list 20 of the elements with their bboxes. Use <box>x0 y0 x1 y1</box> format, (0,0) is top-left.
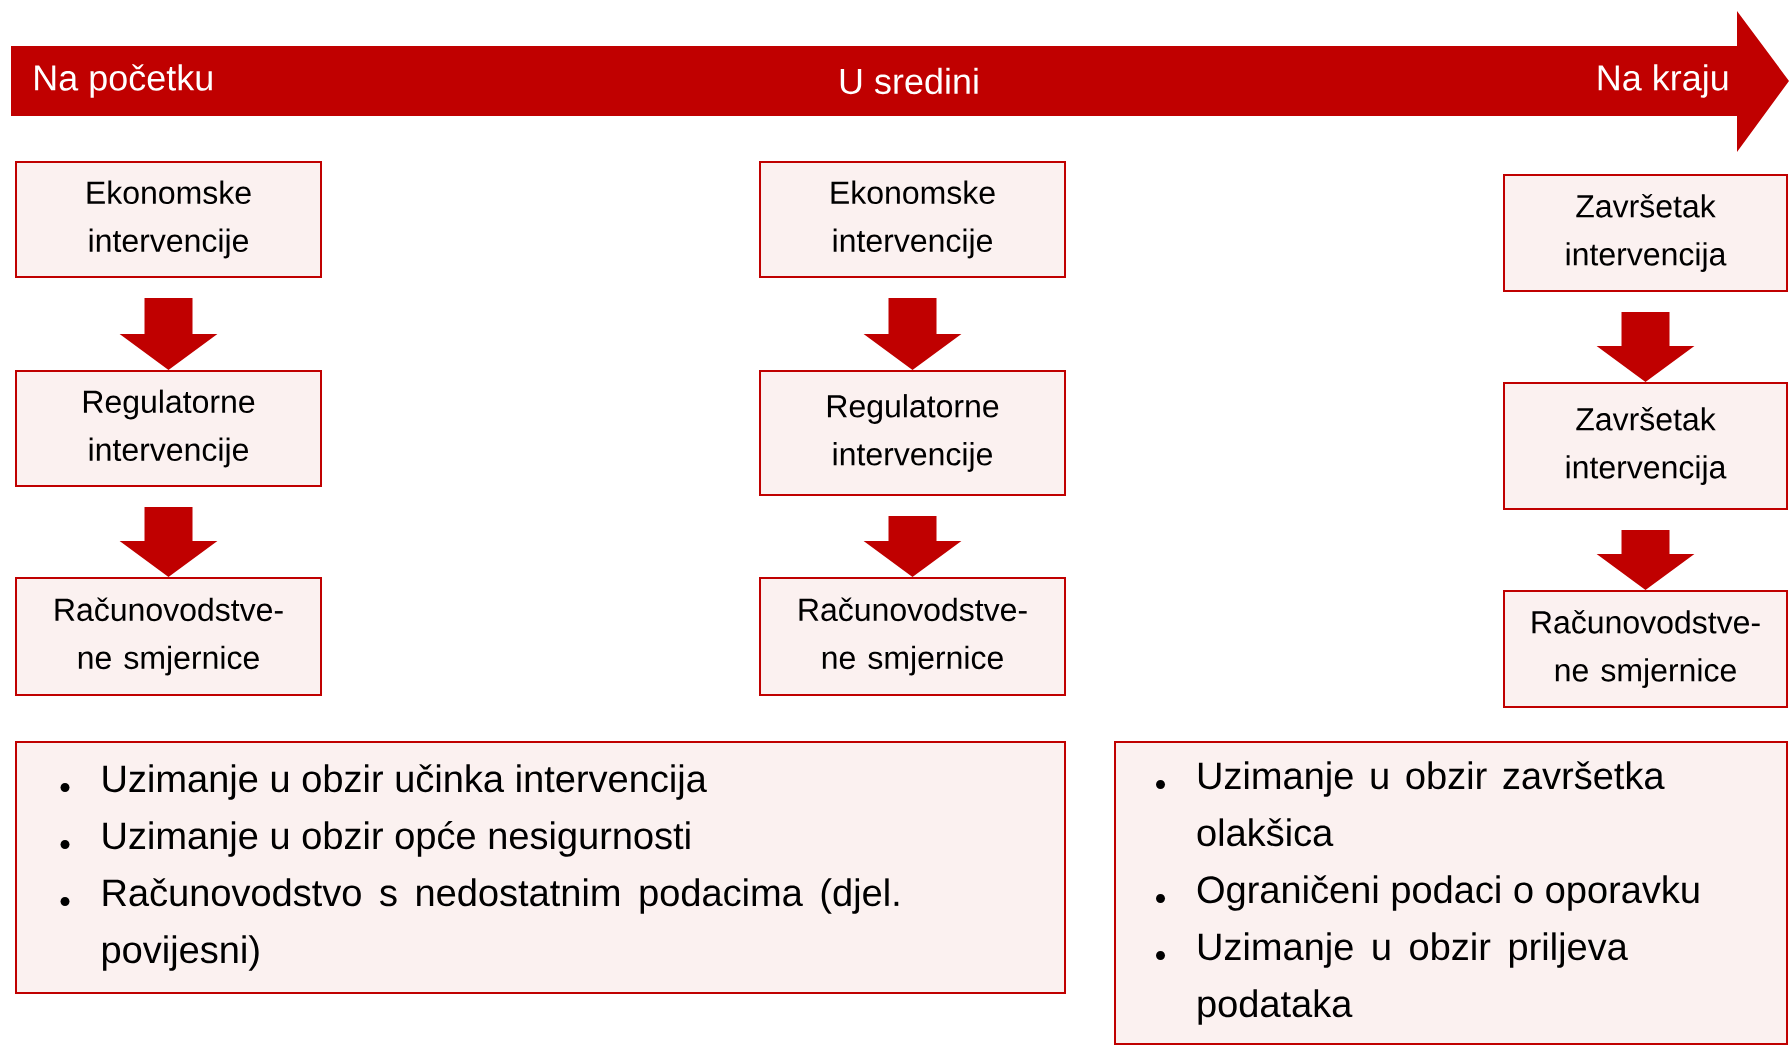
timeline-label: Na kraju <box>1598 64 1728 98</box>
note-box <box>15 741 1066 994</box>
process-box: Regulatorne intervencije <box>759 370 1066 496</box>
process-box: Računovodstve- ne smjernice <box>759 577 1066 696</box>
process-box: Završetak intervencija <box>1503 382 1788 510</box>
note-box <box>1114 741 1788 1045</box>
process-box: Ekonomske intervencije <box>15 161 322 278</box>
bullet-item: Uzimanje u obzir završetka olakšica <box>1197 761 1665 847</box>
bullet-item: Ograničeni podaci o oporavku <box>1197 875 1699 911</box>
bullet-item: Uzimanje u obzir priljeva podataka <box>1198 932 1628 1025</box>
process-box: Završetak intervencija <box>1503 174 1788 292</box>
timeline-label: Na početku <box>35 64 212 98</box>
process-box: Regulatorne intervencije <box>15 370 322 487</box>
process-box: Ekonomske intervencije <box>759 161 1066 278</box>
timeline-label: U sredini <box>840 67 978 95</box>
process-box: Računovodstve- ne smjernice <box>15 577 322 696</box>
process-box: Računovodstve- ne smjernice <box>1503 590 1788 708</box>
bullet-item: Uzimanje u obzir opće nesigurnosti <box>103 820 690 857</box>
bullet-item: Računovodstvo s nedostatnim podacima (djel. povijesni) <box>102 878 899 971</box>
bullet-item: Uzimanje u obzir učinka intervencija <box>103 764 707 800</box>
